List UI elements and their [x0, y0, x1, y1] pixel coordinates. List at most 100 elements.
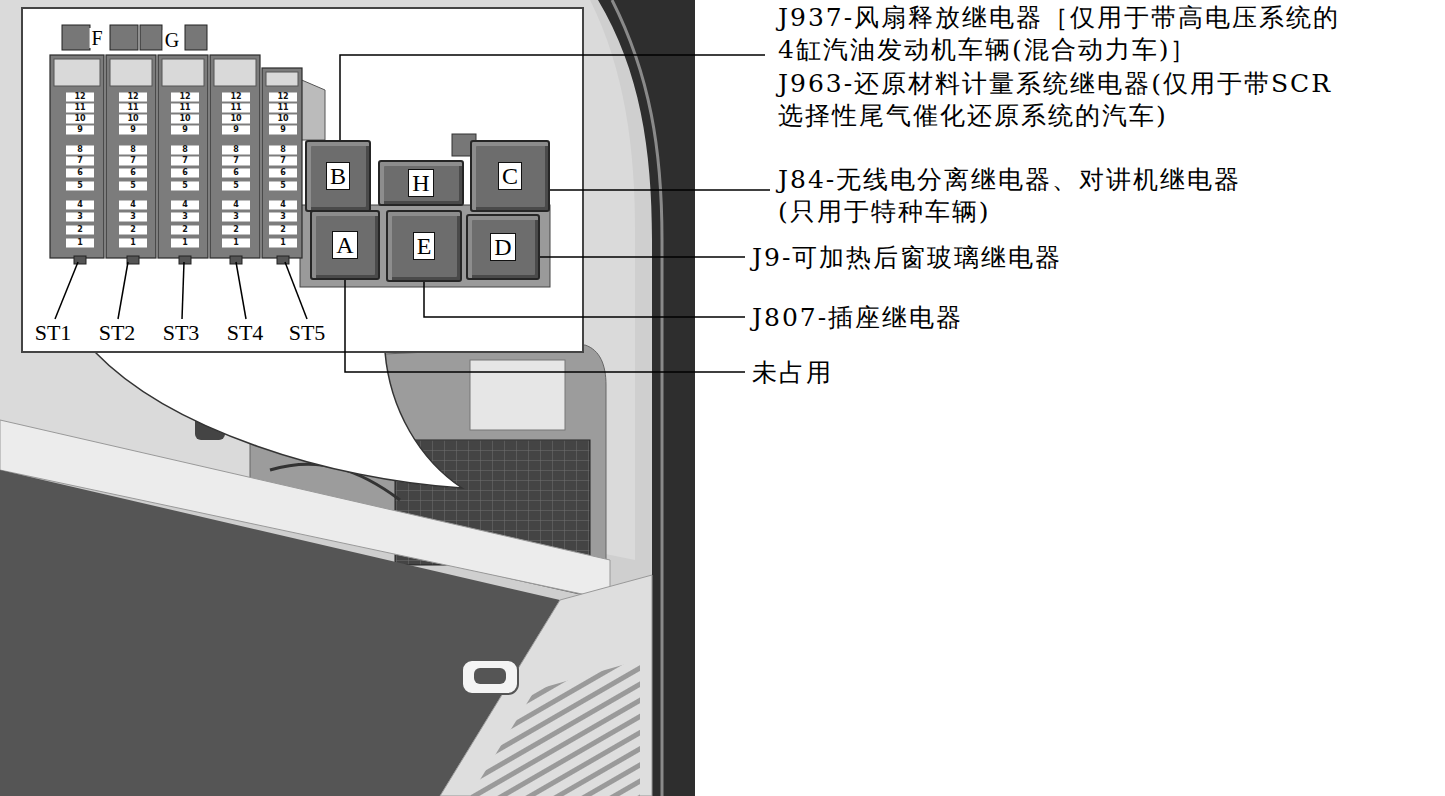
- fuse-strip: [127, 256, 139, 264]
- fuse-strip: [162, 59, 204, 86]
- fuse-strip: [66, 115, 94, 124]
- fuse-slot-number: 5: [130, 182, 136, 190]
- fuse-slot-number: 1: [280, 239, 286, 247]
- fuse-strip: [171, 213, 199, 222]
- fuse-strip: [119, 157, 147, 166]
- fuse-holder-tab: [62, 25, 90, 50]
- fuse-strip: [171, 169, 199, 178]
- fuse-slot-number: 9: [77, 126, 83, 134]
- fuse-strip: [269, 146, 297, 155]
- fuse-strip: [106, 55, 156, 258]
- fuse-strip: [119, 115, 147, 124]
- fuse-slot-number: 2: [280, 226, 286, 234]
- fuse-strip-label: ST3: [162, 322, 201, 344]
- relay-letter: C: [498, 162, 522, 190]
- fuse-strip: [158, 55, 208, 258]
- fuse-strip: [66, 146, 94, 155]
- relay-letter: H: [408, 169, 433, 197]
- fuse-slot-number: 12: [230, 93, 241, 101]
- fuse-slot-number: 11: [179, 104, 190, 112]
- fuse-slot-number: 2: [130, 226, 136, 234]
- leader-line: [424, 282, 745, 317]
- trunk-floor: [470, 660, 640, 796]
- fuse-strip: [222, 104, 250, 113]
- fuse-slot-number: 4: [280, 201, 286, 209]
- fuse-strip: [210, 55, 260, 258]
- relay-box: D: [466, 214, 540, 280]
- fuse-slot-number: 2: [233, 226, 239, 234]
- fuse-strip: [222, 213, 250, 222]
- leader-line: [55, 262, 78, 319]
- relay-box: B: [305, 140, 371, 212]
- fuse-holder-tab: [185, 25, 207, 50]
- fuse-strip: [222, 93, 250, 102]
- fuse-strip: [269, 239, 297, 248]
- fuse-slot-number: 4: [182, 201, 188, 209]
- fuse-slot-number: 6: [77, 169, 83, 177]
- detail-inset: [22, 8, 583, 352]
- fuse-slot-number: 12: [277, 93, 288, 101]
- fuse-box-opening: [470, 360, 565, 430]
- fuse-strip: [119, 239, 147, 248]
- relay-box: E: [386, 210, 462, 282]
- fuse-slot-number: 5: [77, 182, 83, 190]
- fuse-slot-number: 5: [280, 182, 286, 190]
- fuse-slot-number: 4: [233, 201, 239, 209]
- fuse-slot-number: 8: [77, 146, 83, 154]
- relay-box: A: [310, 210, 380, 280]
- fuse-slot-number: 7: [77, 157, 83, 165]
- relay-letter: A: [332, 231, 357, 259]
- fuse-strip: [266, 72, 298, 86]
- fuse-slot-number: 4: [77, 201, 83, 209]
- fuse-strip: [66, 182, 94, 191]
- fuse-strip: [222, 146, 250, 155]
- callout-text: J84-无线电分离继电器、对讲机继电器 (只用于特种车辆): [778, 164, 1418, 228]
- leader-line: [345, 280, 745, 372]
- fuse-slot-number: 6: [233, 169, 239, 177]
- fuse-slot-number: 3: [233, 213, 239, 221]
- fuse-strip: [269, 104, 297, 113]
- leader-line: [340, 55, 765, 140]
- detail-inset: [300, 205, 550, 287]
- callout-text: J807-插座继电器: [752, 302, 963, 334]
- fuse-strip: [171, 201, 199, 210]
- fuse-strip: [222, 226, 250, 235]
- fuse-slot-number: 8: [280, 146, 286, 154]
- fuse-strip: [269, 201, 297, 210]
- fuse-strip: [179, 256, 191, 264]
- fuse-strip: [269, 115, 297, 124]
- trunk-floor: [462, 660, 518, 694]
- leader-line: [118, 262, 128, 319]
- fuse-strip: [119, 93, 147, 102]
- relay-box: H: [378, 160, 464, 206]
- fuse-strip: [277, 256, 289, 264]
- fuse-slot-number: 1: [77, 239, 83, 247]
- fuse-slot-number: 11: [74, 104, 85, 112]
- fuse-strip: [262, 68, 302, 258]
- relay-letter: D: [490, 233, 515, 261]
- fuse-strip: [171, 126, 199, 135]
- fuse-strip: [171, 146, 199, 155]
- fuse-slot-number: 12: [127, 93, 138, 101]
- fuse-slot-number: 10: [74, 115, 85, 123]
- fuse-strip: [222, 169, 250, 178]
- fuse-slot-number: 10: [179, 115, 190, 123]
- callout-text: J9-可加热后窗玻璃继电器: [752, 242, 1062, 274]
- fuse-strip: [269, 213, 297, 222]
- fuse-strip: [66, 169, 94, 178]
- fuse-strip: [171, 226, 199, 235]
- fuse-slot-number: 8: [130, 146, 136, 154]
- fuse-slot-number: 2: [77, 226, 83, 234]
- fuse-strip: [269, 93, 297, 102]
- callout-text: J963-还原材料计量系统继电器(仅用于带SCR 选择性尾气催化还原系统的汽车): [778, 68, 1438, 132]
- fuse-slot-number: 11: [230, 104, 241, 112]
- trunk-floor: [440, 575, 652, 796]
- fuse-slot-number: 3: [130, 213, 136, 221]
- callout-text: J937-风扇释放继电器［仅用于带高电压系统的 4缸汽油发动机车辆(混合动力车)…: [778, 2, 1438, 66]
- fuse-strip: [54, 59, 100, 86]
- fuse-strip: [119, 201, 147, 210]
- fuse-strip: [119, 213, 147, 222]
- fuse-strip: [110, 59, 152, 86]
- fuse-slot-number: 1: [130, 239, 136, 247]
- fuse-slot-number: 7: [182, 157, 188, 165]
